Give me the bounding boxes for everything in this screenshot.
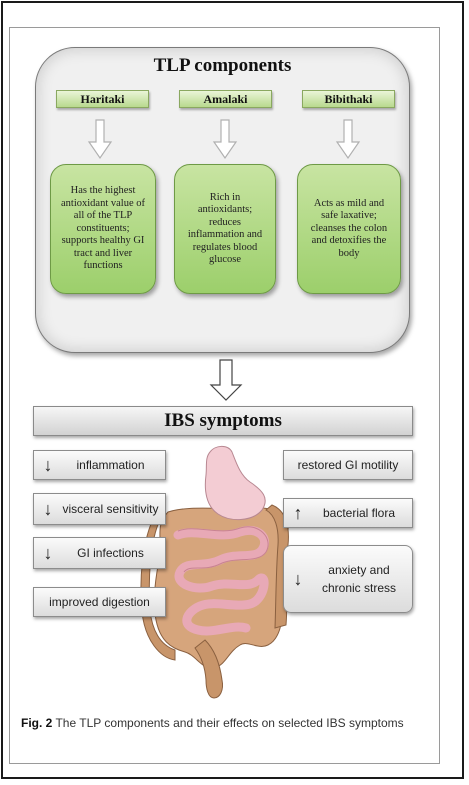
down-arrow-icon (212, 119, 238, 160)
figure-caption: Fig. 2 The TLP components and their effe… (21, 716, 421, 731)
effect-amalaki: Rich in antioxidants; reduces inflammati… (174, 164, 276, 294)
symptom-label: anxiety and chronic stress (321, 563, 397, 595)
stomach-shape (204, 445, 266, 520)
down-arrow-icon: ↓ (43, 542, 53, 563)
symptom-label: GI infections (77, 546, 144, 560)
down-arrow-icon (335, 119, 361, 160)
effect-bibithaki: Acts as mild and safe laxative; cleanses… (297, 164, 401, 294)
down-arrow-icon: ↓ (293, 568, 303, 589)
small-intestine-shape (173, 526, 269, 636)
symptom-gi-infections: ↓ GI infections (33, 537, 166, 569)
symptom-label: inflammation (76, 458, 145, 472)
figure-panel (9, 27, 440, 764)
down-arrow-icon (87, 119, 113, 160)
herb-amalaki: Amalaki (179, 90, 272, 108)
down-arrow-icon: ↓ (43, 454, 53, 475)
symptom-label: visceral sensitivity (62, 502, 159, 516)
big-down-arrow-icon (209, 359, 243, 401)
symptom-bacterial-flora: ↑ bacterial flora (283, 498, 413, 528)
symptom-inflammation: ↓ inflammation (33, 450, 166, 480)
symptom-restored-gi-motility: restored GI motility (283, 450, 413, 480)
caption-text: The TLP components and their effects on … (55, 716, 404, 730)
symptom-improved-digestion: improved digestion (33, 587, 166, 617)
symptom-anxiety-chronic-stress: ↓ anxiety and chronic stress (283, 545, 413, 613)
symptom-label: improved digestion (49, 595, 150, 609)
herb-bibithaki: Bibithaki (302, 90, 395, 108)
caption-label: Fig. 2 (21, 716, 53, 730)
up-arrow-icon: ↑ (293, 502, 303, 523)
symptom-label: bacterial flora (322, 506, 396, 520)
down-arrow-icon: ↓ (43, 498, 53, 519)
symptom-label: restored GI motility (297, 458, 399, 472)
tlp-title: TLP components (153, 55, 292, 76)
effect-haritaki: Has the highest antioxidant value of all… (50, 164, 156, 294)
small-intestine-outline (177, 526, 269, 573)
symptom-visceral-sensitivity: ↓ visceral sensitivity (33, 493, 166, 525)
herb-haritaki: Haritaki (56, 90, 149, 108)
ibs-symptoms-title: IBS symptoms (33, 406, 413, 436)
